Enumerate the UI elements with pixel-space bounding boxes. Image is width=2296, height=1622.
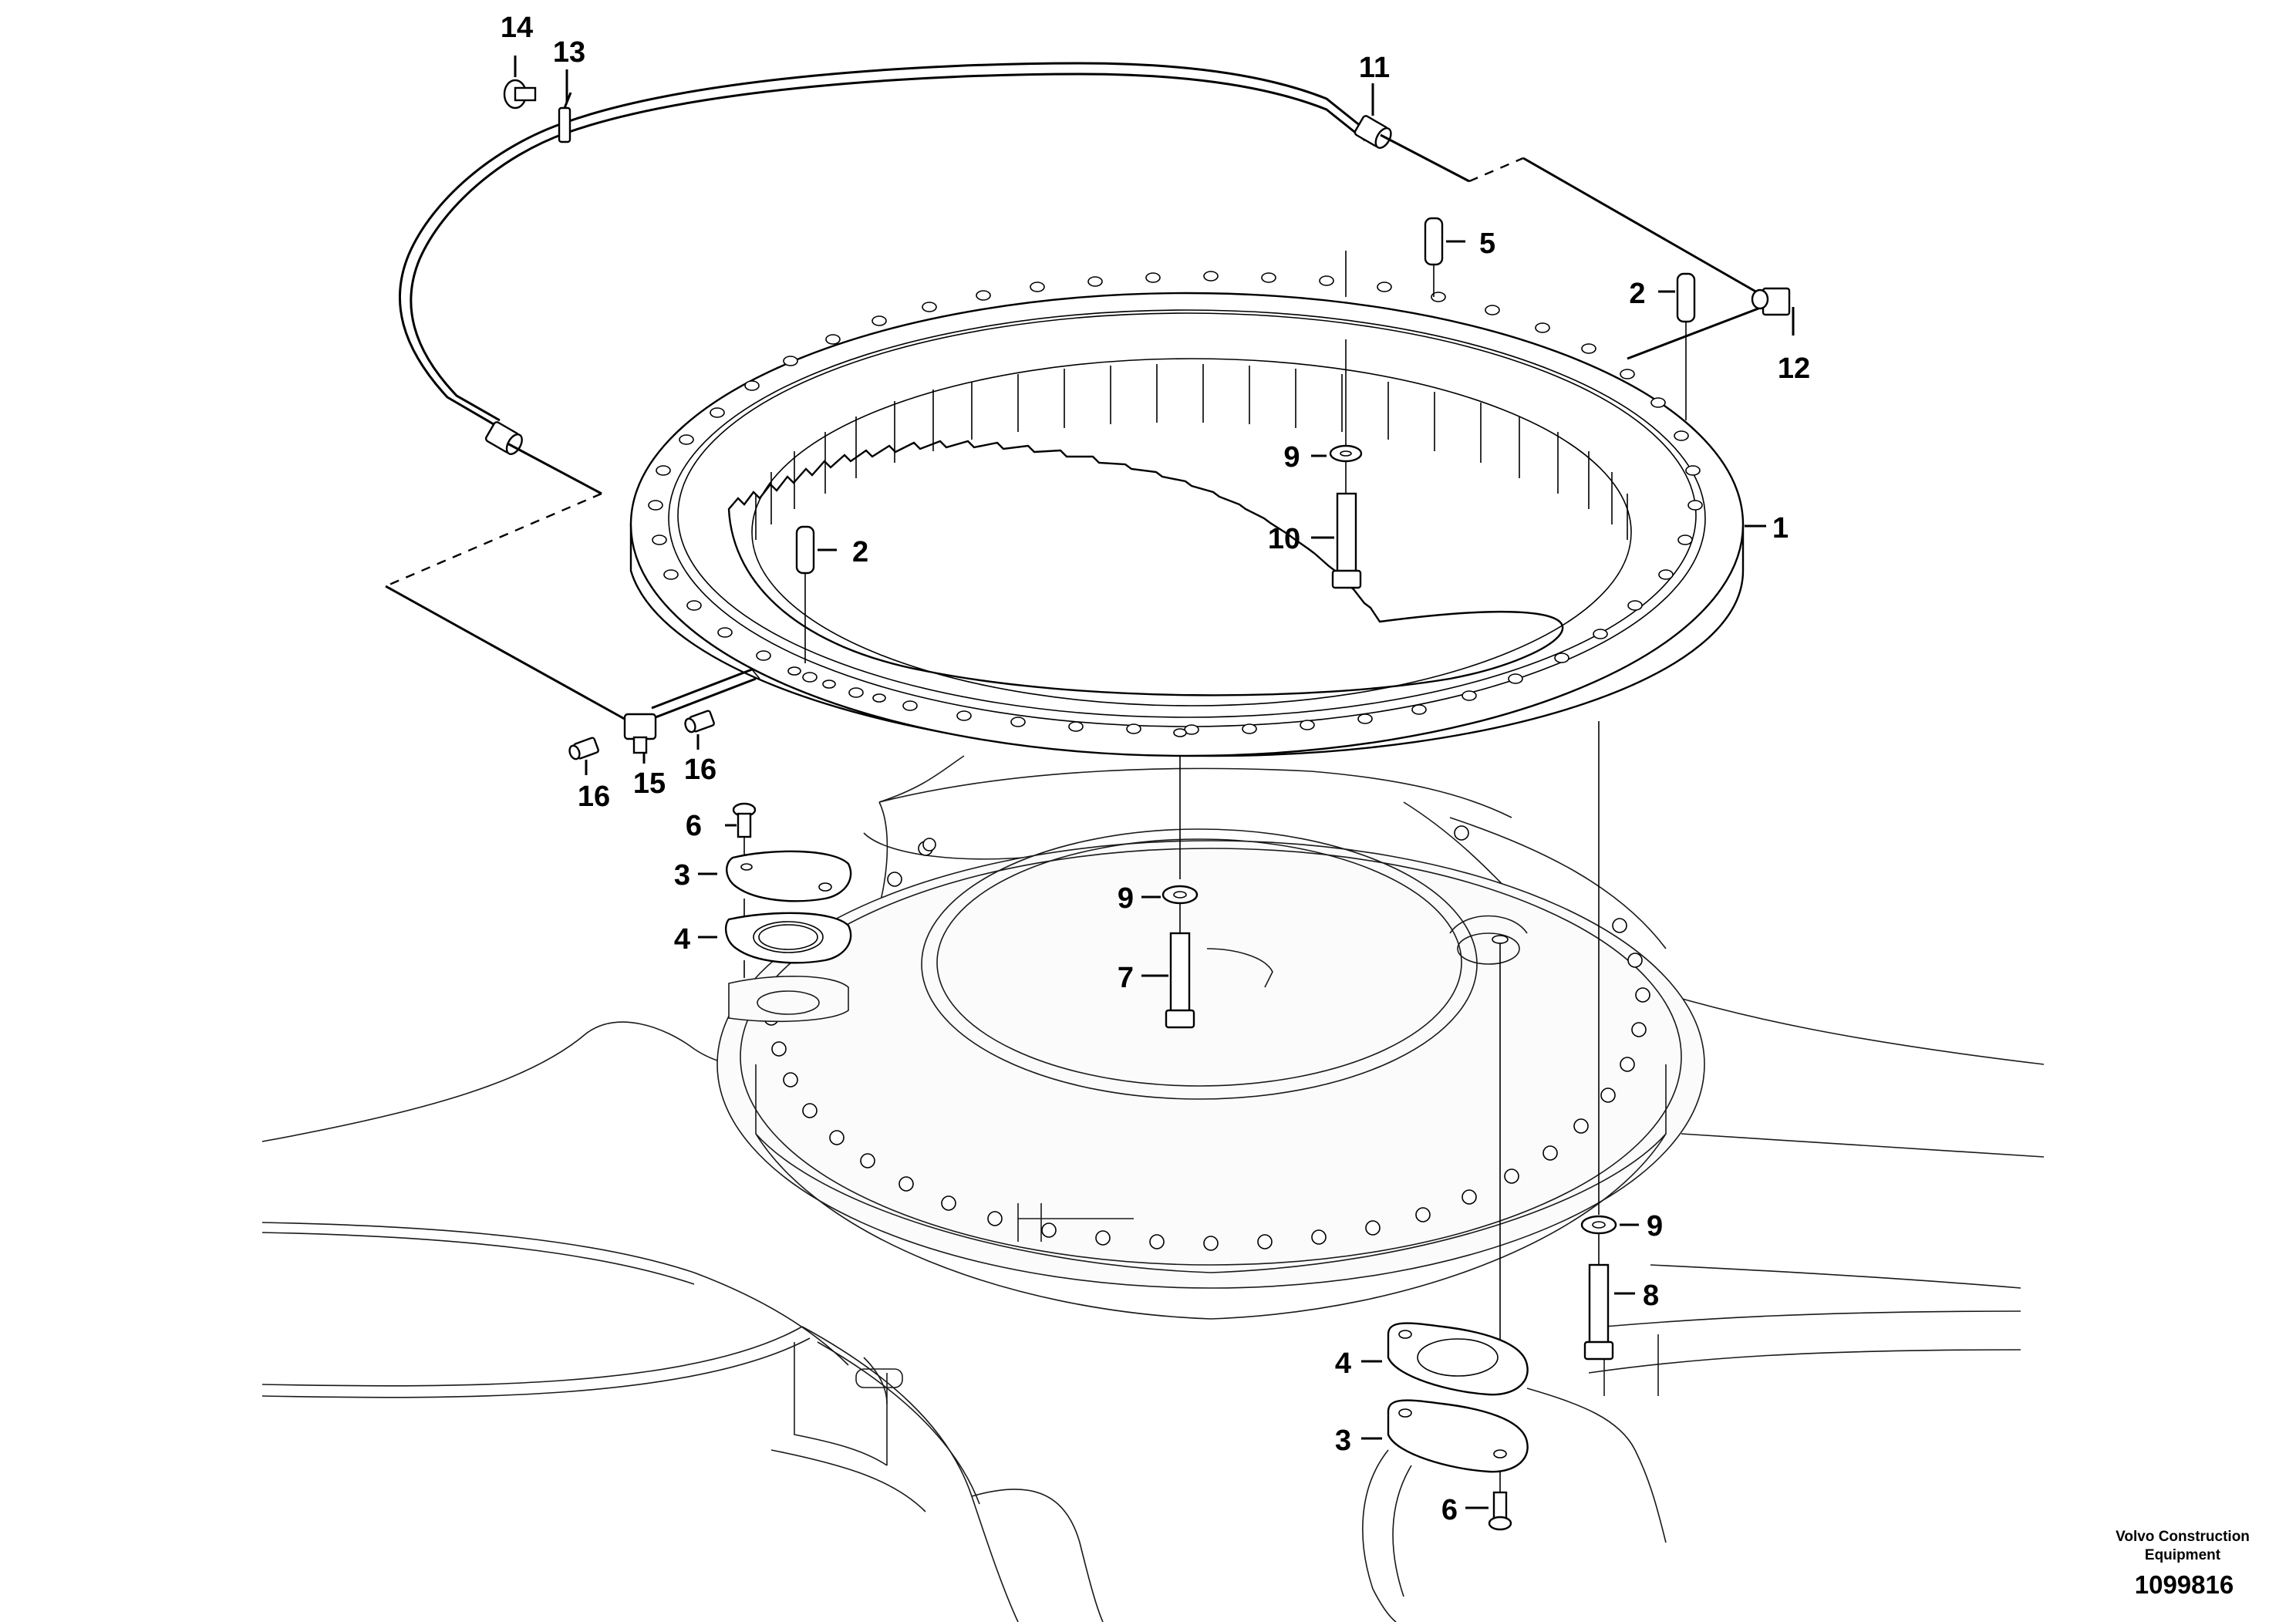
brand-line-2: Equipment [2145,1547,2221,1563]
callout-14: 14 [501,12,533,44]
callout-2-left: 2 [852,536,868,568]
title-block: Volvo Construction Equipment 1099816 [2116,1529,2250,1599]
callout-15: 15 [633,767,666,800]
callout-6-left: 6 [686,810,702,842]
callout-6-right: 6 [1441,1494,1458,1526]
brand-line-1: Volvo Construction [2116,1529,2250,1545]
callout-4-left: 4 [674,923,690,956]
document-number: 1099816 [2135,1570,2234,1599]
callout-16-left: 16 [578,781,610,813]
callout-8: 8 [1643,1280,1659,1312]
callout-11: 11 [1359,52,1390,84]
callout-labels: 14 13 11 5 2 12 9 10 1 2 16 15 16 6 3 4 … [501,12,1810,1526]
callout-9-top: 9 [1283,441,1300,474]
callout-3-right: 3 [1335,1425,1351,1457]
lube-line-assembly [385,62,1791,760]
callout-9-mid: 9 [1118,882,1134,915]
callout-13: 13 [553,36,585,69]
callout-3-left: 3 [674,859,690,892]
callout-7: 7 [1118,962,1134,994]
undercarriage-background [261,755,2045,1622]
callout-10: 10 [1268,523,1300,555]
slewing-ring [629,271,1745,757]
fasteners [724,217,1696,1531]
callout-1: 1 [1772,512,1789,545]
leader-lines [514,56,1795,1509]
callout-5: 5 [1479,228,1495,260]
callout-2-right: 2 [1629,278,1645,310]
ring-bolt-holes [648,271,1703,737]
callout-16-right: 16 [684,754,716,786]
housing-bolt-holes [764,825,1650,1251]
callout-4-right: 4 [1335,1347,1351,1380]
callout-9-bottom: 9 [1647,1210,1663,1243]
callout-12: 12 [1778,352,1810,385]
